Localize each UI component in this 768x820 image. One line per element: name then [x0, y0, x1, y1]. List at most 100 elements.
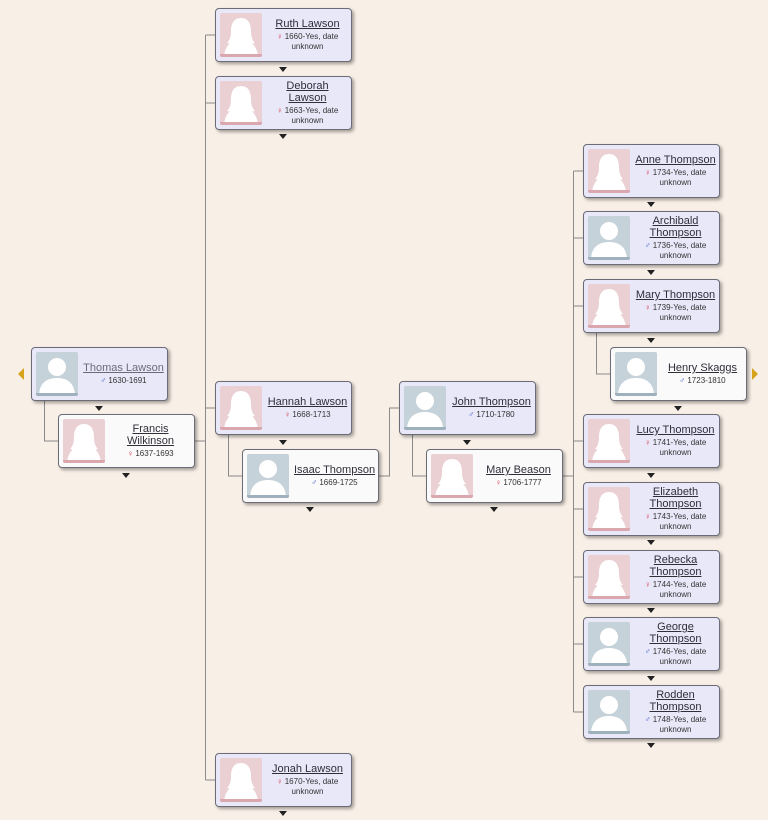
person-name[interactable]: George Thompson: [649, 621, 702, 645]
person-dates: 1637-1693: [135, 449, 174, 458]
expand-caret-icon[interactable]: [95, 406, 103, 411]
person-dates-line: ♀1706-1777: [495, 478, 541, 488]
person-dates: 1741-Yes, date unknown: [652, 438, 707, 457]
expand-caret-icon[interactable]: [647, 540, 655, 545]
female-symbol-icon: ♀: [644, 438, 651, 447]
person-card-isaac-thompson[interactable]: Isaac Thompson ♂1669-1725: [242, 449, 379, 503]
person-dates: 1630-1691: [108, 376, 147, 385]
male-silhouette-icon: [588, 622, 630, 666]
female-silhouette-icon: [588, 555, 630, 599]
male-silhouette-icon: [36, 352, 78, 396]
female-symbol-icon: ♀: [284, 410, 291, 419]
expand-caret-icon[interactable]: [279, 811, 287, 816]
person-dates-line: ♀1663-Yes, date unknown: [266, 106, 349, 126]
person-name[interactable]: Rebecka Thompson: [649, 554, 702, 578]
expand-caret-icon[interactable]: [647, 202, 655, 207]
person-dates: 1734-Yes, date unknown: [652, 168, 707, 187]
person-card-henry-skaggs[interactable]: Henry Skaggs ♂1723-1810: [610, 347, 747, 401]
person-dates-line: ♂1723-1810: [679, 376, 725, 386]
person-card-john-thompson[interactable]: John Thompson ♂1710-1780: [399, 381, 536, 435]
expand-caret-icon[interactable]: [647, 270, 655, 275]
person-dates: 1668-1713: [292, 410, 331, 419]
person-name[interactable]: John Thompson: [452, 396, 531, 408]
person-name[interactable]: Francis Wilkinson: [126, 423, 175, 447]
person-card-lucy-thompson[interactable]: Lucy Thompson ♀1741-Yes, date unknown: [583, 414, 720, 468]
person-name[interactable]: Ruth Lawson: [275, 18, 340, 30]
female-silhouette-icon: [220, 758, 262, 802]
nav-right-arrow-icon[interactable]: [752, 368, 758, 380]
person-dates: 1710-1780: [476, 410, 515, 419]
expand-caret-icon[interactable]: [674, 406, 682, 411]
female-silhouette-icon: [220, 386, 262, 430]
person-dates: 1723-1810: [687, 376, 726, 385]
person-name[interactable]: Anne Thompson: [635, 154, 716, 166]
person-card-archibald-thompson[interactable]: Archibald Thompson ♂1736-Yes, date unkno…: [583, 211, 720, 265]
person-card-hannah-lawson[interactable]: Hannah Lawson ♀1668-1713: [215, 381, 352, 435]
person-name[interactable]: Lucy Thompson: [636, 424, 715, 436]
person-dates: 1746-Yes, date unknown: [652, 647, 707, 666]
person-name[interactable]: Deborah Lawson: [286, 80, 329, 104]
person-dates: 1706-1777: [503, 478, 542, 487]
expand-caret-icon[interactable]: [647, 743, 655, 748]
expand-caret-icon[interactable]: [279, 67, 287, 72]
person-dates-line: ♀1744-Yes, date unknown: [634, 580, 717, 600]
male-symbol-icon: ♂: [644, 647, 651, 656]
expand-caret-icon[interactable]: [647, 676, 655, 681]
person-dates-line: ♀1739-Yes, date unknown: [634, 303, 717, 323]
person-dates: 1743-Yes, date unknown: [652, 512, 707, 531]
nav-left-arrow-icon[interactable]: [18, 368, 24, 380]
person-name[interactable]: Mary Beason: [486, 464, 551, 476]
male-symbol-icon: ♂: [100, 376, 107, 385]
female-silhouette-icon: [63, 419, 105, 463]
person-name[interactable]: Archibald Thompson: [649, 215, 702, 239]
female-silhouette-icon: [588, 284, 630, 328]
female-symbol-icon: ♀: [495, 478, 502, 487]
person-card-mary-thompson[interactable]: Mary Thompson ♀1739-Yes, date unknown: [583, 279, 720, 333]
person-dates: 1669-1725: [319, 478, 358, 487]
person-name[interactable]: Elizabeth Thompson: [649, 486, 702, 510]
person-card-thomas-lawson[interactable]: Thomas Lawson ♂1630-1691: [31, 347, 168, 401]
male-symbol-icon: ♂: [468, 410, 475, 419]
expand-caret-icon[interactable]: [463, 440, 471, 445]
expand-caret-icon[interactable]: [279, 134, 287, 139]
person-name[interactable]: Jonah Lawson: [272, 763, 343, 775]
person-dates-line: ♀1660-Yes, date unknown: [266, 32, 349, 52]
person-card-rebecka-thompson[interactable]: Rebecka Thompson ♀1744-Yes, date unknown: [583, 550, 720, 604]
person-name[interactable]: Thomas Lawson: [83, 362, 164, 374]
person-card-george-thompson[interactable]: George Thompson ♂1746-Yes, date unknown: [583, 617, 720, 671]
expand-caret-icon[interactable]: [279, 440, 287, 445]
male-symbol-icon: ♂: [644, 241, 651, 250]
expand-caret-icon[interactable]: [647, 338, 655, 343]
person-name[interactable]: Hannah Lawson: [267, 396, 348, 408]
expand-caret-icon[interactable]: [122, 473, 130, 478]
person-card-mary-beason[interactable]: Mary Beason ♀1706-1777: [426, 449, 563, 503]
person-card-elizabeth-thompson[interactable]: Elizabeth Thompson ♀1743-Yes, date unkno…: [583, 482, 720, 536]
female-silhouette-icon: [220, 81, 262, 125]
person-card-jonah-lawson[interactable]: Jonah Lawson ♀1670-Yes, date unknown: [215, 753, 352, 807]
person-dates-line: ♀1637-1693: [127, 449, 173, 459]
female-symbol-icon: ♀: [276, 106, 283, 115]
person-card-deborah-lawson[interactable]: Deborah Lawson ♀1663-Yes, date unknown: [215, 76, 352, 130]
male-silhouette-icon: [615, 352, 657, 396]
expand-caret-icon[interactable]: [306, 507, 314, 512]
person-name[interactable]: Henry Skaggs: [667, 362, 738, 374]
expand-caret-icon[interactable]: [490, 507, 498, 512]
female-symbol-icon: ♀: [127, 449, 134, 458]
person-name[interactable]: Mary Thompson: [635, 289, 716, 301]
female-symbol-icon: ♀: [644, 303, 651, 312]
person-dates: 1663-Yes, date unknown: [284, 106, 339, 125]
person-name[interactable]: Rodden Thompson: [649, 689, 702, 713]
expand-caret-icon[interactable]: [647, 473, 655, 478]
person-card-ruth-lawson[interactable]: Ruth Lawson ♀1660-Yes, date unknown: [215, 8, 352, 62]
expand-caret-icon[interactable]: [647, 608, 655, 613]
person-card-francis-wilkinson[interactable]: Francis Wilkinson ♀1637-1693: [58, 414, 195, 468]
person-dates-line: ♂1748-Yes, date unknown: [634, 715, 717, 735]
female-symbol-icon: ♀: [276, 777, 283, 786]
person-dates-line: ♂1710-1780: [468, 410, 514, 420]
female-symbol-icon: ♀: [644, 580, 651, 589]
person-card-anne-thompson[interactable]: Anne Thompson ♀1734-Yes, date unknown: [583, 144, 720, 198]
person-card-rodden-thompson[interactable]: Rodden Thompson ♂1748-Yes, date unknown: [583, 685, 720, 739]
female-symbol-icon: ♀: [644, 168, 651, 177]
person-name[interactable]: Isaac Thompson: [293, 464, 376, 476]
